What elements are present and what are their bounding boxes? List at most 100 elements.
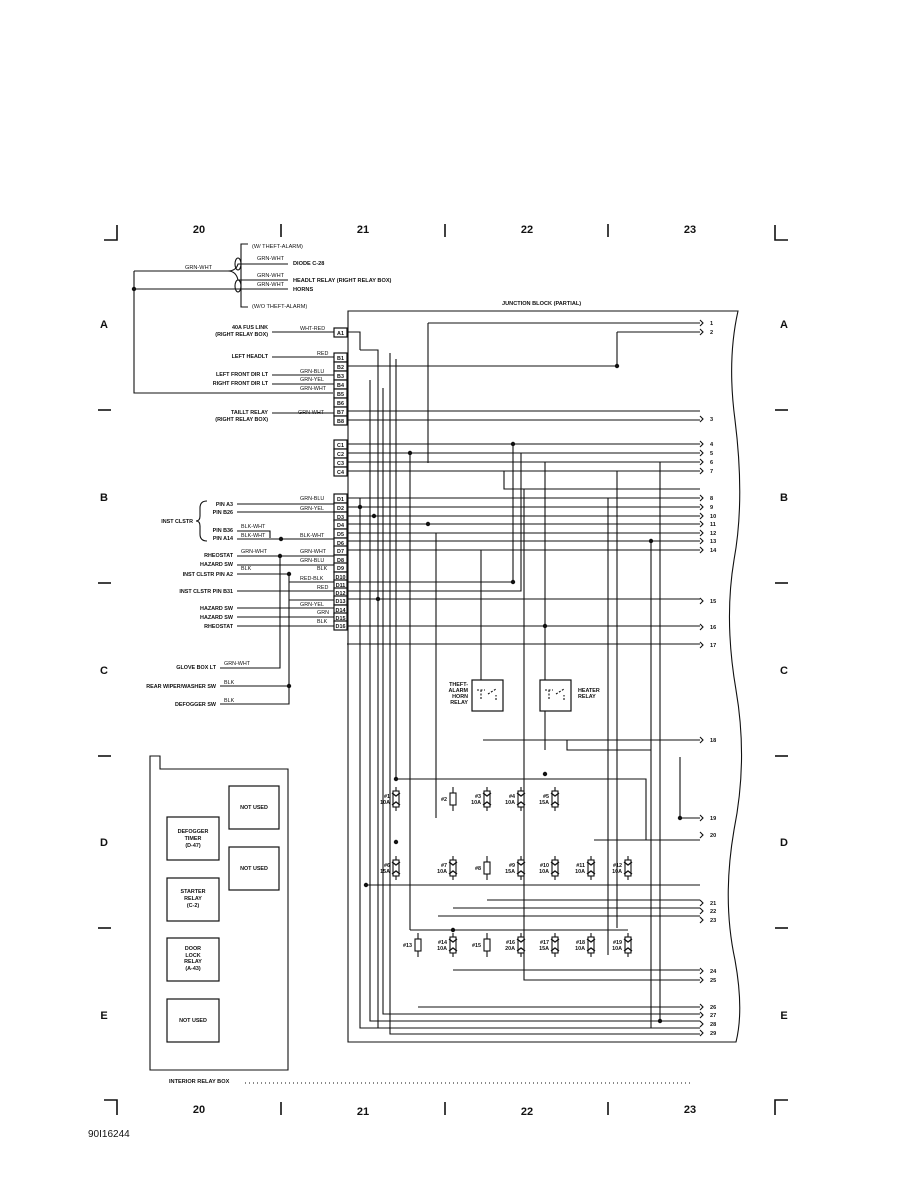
output-label: 10 (710, 514, 716, 520)
output-label: 19 (710, 816, 716, 822)
fuse-number: #7 (441, 863, 447, 869)
grid-col-label: 21 (357, 224, 369, 236)
fuse: #13 (403, 933, 422, 957)
slot-label: TIMER (185, 836, 202, 842)
circuit-label: RHEOSTAT (204, 553, 234, 559)
grid-col-label: 22 (521, 224, 533, 236)
grid-row-label: B (100, 492, 108, 504)
output-label: 24 (710, 969, 717, 975)
corner-marks (104, 225, 788, 1115)
circuit-label: GLOVE BOX LT (176, 665, 216, 671)
pin-label: D9 (337, 566, 344, 572)
wire-color: BLK (224, 680, 235, 686)
circuit-label: INST CLSTR PIN A2 (183, 572, 233, 578)
wire-color: WHT-RED (300, 326, 325, 332)
fuse-number: #9 (509, 863, 515, 869)
slot-label: NOT USED (240, 866, 268, 872)
fuse-rating: 10A (575, 946, 585, 952)
slot-label: DOOR (185, 946, 201, 952)
pin-label: B8 (337, 419, 344, 425)
output-label: 9 (710, 505, 713, 511)
fuse: #8 (475, 856, 491, 880)
fuse-number: #13 (403, 943, 412, 949)
grid-row-label: B (780, 492, 788, 504)
wire-color: GRN-YEL (300, 506, 324, 512)
pin-label: A1 (337, 331, 344, 337)
fuse-rating: 10A (471, 800, 481, 806)
relay-label: THEFT- (449, 682, 468, 688)
fuse-rating: 10A (380, 800, 390, 806)
pin-boxes (333, 327, 348, 631)
circuit-label: LEFT FRONT DIR LT (216, 372, 269, 378)
wire-color: GRN-BLU (300, 496, 324, 502)
output-label: 27 (710, 1013, 716, 1019)
interior-relay-box-title: INTERIOR RELAY BOX (169, 1079, 230, 1085)
internal-wiring (346, 322, 700, 1035)
grid-col-label: 23 (684, 224, 696, 236)
output-label: 23 (710, 918, 716, 924)
grid-col-label: 23 (684, 1104, 696, 1116)
pin-label: D6 (337, 541, 344, 547)
circuit-label: HAZARD SW (200, 615, 234, 621)
pin-label: C2 (337, 452, 344, 458)
fuse-rating: 15A (539, 800, 549, 806)
output-label: 26 (710, 1005, 716, 1011)
pin-label: D15 (336, 616, 346, 622)
grid-row-label: C (100, 665, 108, 677)
circuit-label: HAZARD SW (200, 606, 234, 612)
pin-label: D8 (337, 558, 344, 564)
circuit-label: PIN B36 (213, 528, 233, 534)
fuse-number: #4 (509, 794, 515, 800)
pin-label: B2 (337, 365, 344, 371)
wire-color: GRN-WHT (300, 549, 327, 555)
fuse: #2 (441, 787, 457, 811)
pin-label: C1 (337, 443, 344, 449)
output-terminals: 1 2 3 4 5 6 7 8 9 10 11 12 13 14 15 16 1… (710, 321, 717, 1037)
fuse-number: #19 (613, 940, 622, 946)
wire-color: BLK-WHT (300, 533, 325, 539)
wire-color: RED (317, 351, 328, 357)
output-label: 13 (710, 539, 716, 545)
junction-block-title: JUNCTION BLOCK (PARTIAL) (502, 301, 581, 307)
theft-alarm-horn-relay: THEFT- ALARM HORN RELAY (449, 679, 504, 712)
slot-label: STARTER (180, 889, 205, 895)
slot-label: DEFOGGER (178, 829, 209, 835)
relay-label: ALARM (449, 688, 469, 694)
pin-label: D1 (337, 497, 344, 503)
relay-label: RELAY (578, 694, 596, 700)
wire-color: BLK (317, 619, 328, 625)
fuse-number: #10 (540, 863, 549, 869)
circuit-label: REAR WIPER/WASHER SW (146, 684, 217, 690)
circuit-label: PIN B26 (213, 510, 233, 516)
wire-color: GRN-YEL (300, 602, 324, 608)
wo-theft-alarm-label: (W/O THEFT-ALARM) (252, 304, 307, 310)
grid-rows: A A B B C C D D E E (98, 319, 788, 1022)
output-label: 29 (710, 1031, 716, 1037)
output-label: 6 (710, 460, 713, 466)
theft-alarm-label: (W/ THEFT-ALARM) (252, 244, 303, 250)
wire-color: BLK (224, 698, 235, 704)
fuse-number: #11 (576, 863, 585, 869)
fuse-number: #5 (543, 794, 549, 800)
pin-label: B6 (337, 401, 344, 407)
slot-label: (A-43) (185, 966, 200, 972)
wire-color: GRN-WHT (257, 282, 285, 288)
relay-label: HORN (452, 694, 468, 700)
headlt-relay-label: HEADLT RELAY (RIGHT RELAY BOX) (293, 278, 392, 284)
fuse-number: #16 (506, 940, 515, 946)
pin-label: B1 (337, 356, 344, 362)
slot-label: NOT USED (240, 805, 268, 811)
grid-bottom: 20 21 22 23 (193, 1102, 696, 1118)
pin-label: D12 (336, 591, 346, 597)
wire-color: RED (317, 585, 328, 591)
wire-color: BLK-WHT (241, 533, 266, 539)
